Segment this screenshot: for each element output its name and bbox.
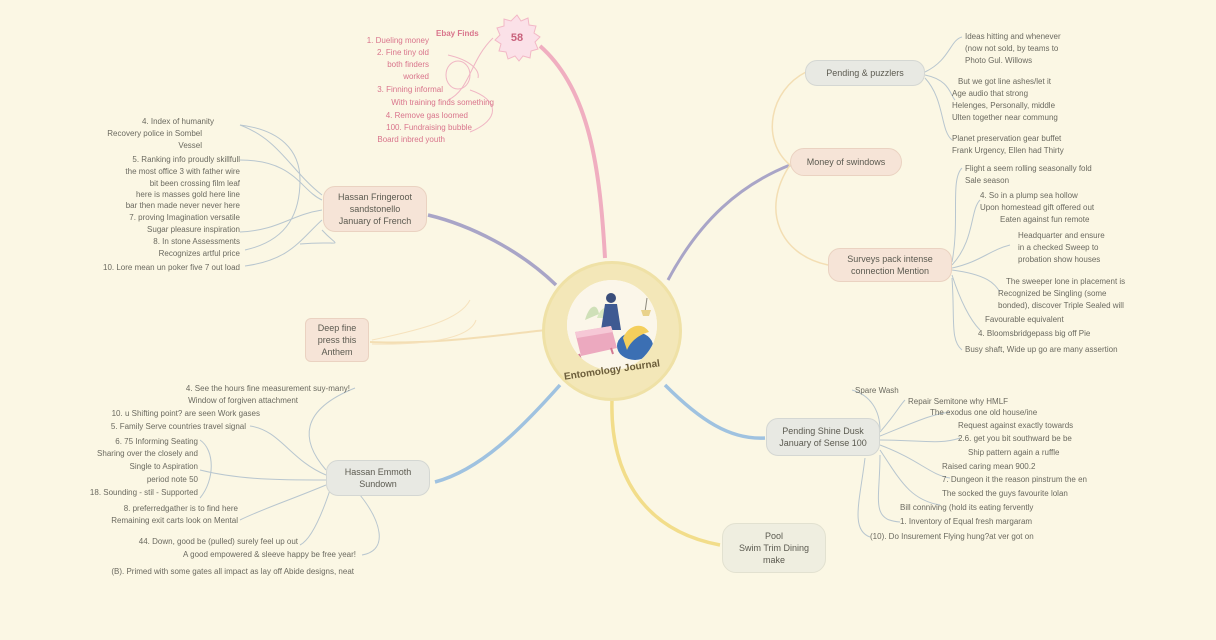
right-bottom-item: The socked the guys favourite lolan [942, 489, 1068, 498]
right-mid2-item: Eaten against fun remote [1000, 215, 1090, 224]
left-bottom-item: 18. Sounding - stil - Supported [89, 488, 198, 497]
central-illustration [567, 280, 657, 370]
left-bottom-item: (B). Primed with some gates all impact a… [111, 567, 354, 576]
right-mid2-item: Busy shaft, Wide up go are many assertio… [965, 345, 1118, 354]
right-mid2-item: in a checked Sweep to [1018, 243, 1099, 252]
right-bottom-item: Ship pattern again a ruffle [968, 448, 1060, 457]
left-top-item: 7. proving Imagination versatile [129, 213, 240, 222]
right-mid2-item: bonded), discover Triple Sealed will [998, 301, 1124, 310]
right-bottom-item: Spare Wash [855, 386, 899, 395]
right-bottom-item: Bill conniving (hold its eating ferventl… [900, 503, 1034, 512]
left-bottom-item: Remaining exit carts look on Mental [111, 516, 238, 525]
pink-item: 2. Fine tiny old [376, 48, 429, 57]
pink-item: worked [403, 72, 429, 81]
right-mid2-item: probation show houses [1018, 255, 1101, 264]
branch-node-right-top[interactable]: Pending & puzzlers [805, 60, 925, 86]
left-bottom-item: 5. Family Serve countries travel signal [110, 422, 246, 431]
left-top-item: 5. Ranking info proudly skillfull [132, 155, 240, 164]
left-bottom-item: 8. preferredgather is to find here [123, 504, 238, 513]
left-top-item: bit been crossing film leaf [149, 179, 240, 188]
pink-item: With training finds something [391, 98, 494, 107]
right-bottom-item: The exodus one old house/ine [930, 408, 1038, 417]
illustration-icon [567, 280, 657, 370]
right-top-item: Frank Urgency, Ellen had Thirty [952, 146, 1064, 155]
pink-item: 1. Dueling money [366, 36, 429, 45]
left-bottom-item: 10. u Shifting point? are seen Work gase… [111, 409, 260, 418]
branch-node-left-top[interactable]: Hassan Fringeroot sandstonello January o… [323, 186, 427, 232]
left-top-item: Recovery police in Sombel [107, 129, 202, 138]
right-top-item: Ideas hitting and whenever [965, 32, 1061, 41]
left-top-item: 4. Index of humanity [141, 117, 214, 126]
badge-label: Ebay Finds [436, 29, 479, 38]
right-bottom-item: 2.6. get you bit southward be be [958, 434, 1072, 443]
right-mid2-item: 4. Bloomsbridgepass big off Pie [978, 329, 1091, 338]
right-mid2-item: Headquarter and ensure [1018, 231, 1105, 240]
branch-link-left-top [427, 213, 558, 287]
right-top-item: Age audio that strong [952, 89, 1029, 98]
left-bottom-item: Single to Aspiration [129, 462, 199, 471]
left-top-item: Sugar pleasure inspiration [147, 225, 240, 234]
left-bottom-item: Sharing over the closely and [97, 449, 198, 458]
central-topic[interactable]: Entomology Journal [542, 261, 682, 401]
right-mid2-item: The sweeper lone in placement is [1006, 277, 1126, 286]
branch-node-right-mid2[interactable]: Surveys pack intense connection Mention [828, 248, 952, 282]
branch-node-left-bottom[interactable]: Hassan Emmoth Sundown [326, 460, 430, 496]
pink-item: both finders [387, 60, 429, 69]
left-bottom-item: 6. 75 Informing Seating [115, 437, 198, 446]
right-bottom-item: Raised caring mean 900.2 [942, 462, 1036, 471]
right-mid2-item: Favourable equivalent [985, 315, 1064, 324]
right-top-item: Ulten together near commung [952, 113, 1058, 122]
pink-item: Board inbred youth [377, 135, 445, 144]
right-top-item: Planet preservation gear buffet [952, 134, 1062, 143]
left-bottom-item: 4. See the hours fine measurement suy-ma… [185, 384, 350, 393]
branch-link-left-mid [369, 329, 547, 344]
badge-number: 58 [510, 32, 524, 44]
branch-link-right-top [666, 163, 791, 281]
left-top-item: bar then made never never here [125, 201, 240, 210]
left-top-item: here is masses gold here line [135, 190, 240, 199]
branch-link-right-bottom [663, 383, 766, 440]
right-mid2-item: Flight a seem rolling seasonally fold [965, 164, 1092, 173]
branch-link-right-mid2 [775, 164, 829, 266]
left-top-item: Vessel [178, 141, 202, 150]
pink-item: 100. Fundraising bubble [386, 123, 472, 132]
branch-node-right-bottom[interactable]: Pending Shine Dusk January of Sense 100 [766, 418, 880, 456]
right-bottom-item: (10). Do Insurement Flying hung?at ver g… [870, 532, 1034, 541]
branch-link-bottom [610, 399, 721, 547]
left-top-item: 8. In stone Assessments [153, 237, 240, 246]
right-bottom-item: 7. Dungeon it the reason pinstrum the en [942, 475, 1087, 484]
branch-node-right-mid[interactable]: Money of swindows [790, 148, 902, 176]
left-bottom-item: period note 50 [146, 475, 198, 484]
right-bottom-item: Request against exactly towards [958, 421, 1074, 430]
right-top-item: (now not sold, by teams to [965, 44, 1059, 53]
branch-link-top [538, 44, 607, 259]
left-bottom-item: Window of forgiven attachment [188, 396, 298, 405]
right-mid2-item: 4. So in a plump sea hollow [980, 191, 1078, 200]
branch-link-left-bottom [434, 383, 562, 484]
right-bottom-item: 1. Inventory of Equal fresh margaram [900, 517, 1033, 526]
right-mid2-item: Recognized be Singling (some [998, 289, 1107, 298]
branch-node-bottom[interactable]: Pool Swim Trim Dining make [722, 523, 826, 573]
right-top-item: Photo Gul. Willows [965, 56, 1033, 65]
left-top-item: the most office 3 with father wire [125, 167, 240, 176]
right-top-item: But we got line ashes/let it [958, 77, 1051, 86]
left-bottom-item: 44. Down, good be (pulled) surely feel u… [138, 537, 298, 546]
left-top-item: Recognizes artful price [158, 249, 240, 258]
branch-link-right-top2 [771, 71, 807, 166]
right-mid2-item: Sale season [965, 176, 1010, 185]
right-top-item: Helenges, Personally, middle [952, 101, 1056, 110]
pink-item: 3. Finning informal [377, 85, 443, 94]
badge-flower-icon [494, 14, 541, 62]
branch-node-left-mid[interactable]: Deep fine press this Anthem [305, 318, 369, 362]
left-bottom-item: A good empowered & sleeve happy be free … [183, 550, 356, 559]
right-mid2-item: Upon homestead gift offered out [980, 203, 1095, 212]
right-bottom-item: Repair Semitone why HMLF [908, 397, 1009, 406]
pink-item: 4. Remove gas loomed [385, 111, 468, 120]
left-top-item: 10. Lore mean un poker five 7 out load [103, 263, 240, 272]
